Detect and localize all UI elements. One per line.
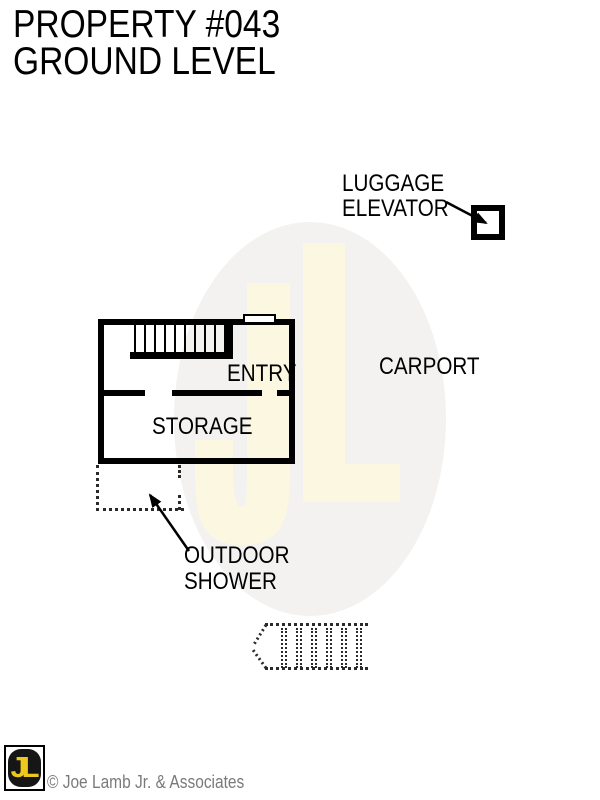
shower-enclosure-left-edge xyxy=(96,465,99,511)
interior-stairs-base-wall xyxy=(130,352,233,359)
joe-lamb-logo: JL xyxy=(4,745,45,791)
outdoor-shower-label-line1: OUTDOOR xyxy=(184,542,290,569)
exterior-stairs-left-taper xyxy=(251,649,268,669)
storage-label: STORAGE xyxy=(152,413,253,440)
shower-enclosure-right-edge-lower xyxy=(178,495,181,510)
page-title-line1: PROPERTY #043 xyxy=(13,3,281,46)
interior-wall-segment xyxy=(277,390,295,396)
copyright-text: © Joe Lamb Jr. & Associates xyxy=(47,772,245,792)
outdoor-shower-label: OUTDOOR SHOWER xyxy=(184,543,289,595)
exterior-stairs-tread xyxy=(281,628,287,668)
shower-enclosure-bottom-edge xyxy=(96,508,184,511)
interior-wall-segment xyxy=(172,390,262,396)
exterior-stairs-tread xyxy=(356,628,362,668)
interior-wall-segment xyxy=(98,390,145,396)
shower-enclosure-right-edge-upper xyxy=(178,465,181,478)
exterior-stairs-tread xyxy=(326,628,332,668)
outdoor-shower-label-line2: SHOWER xyxy=(184,568,277,595)
exterior-stairs-tread xyxy=(311,628,317,668)
interior-stairs-right-wall xyxy=(226,325,233,359)
carport-label: CARPORT xyxy=(379,353,480,380)
exterior-stairs-left-taper xyxy=(251,624,268,647)
page-title-line2: GROUND LEVEL xyxy=(13,40,276,83)
joe-lamb-logo-letters: JL xyxy=(10,751,40,784)
joe-lamb-logo-badge: JL xyxy=(8,749,41,787)
page-title: PROPERTY #043 GROUND LEVEL xyxy=(13,3,281,83)
luggage-elevator-label-line2: ELEVATOR xyxy=(342,195,449,222)
exterior-stairs-top-edge xyxy=(265,623,368,626)
entry-label: ENTRY xyxy=(227,360,297,387)
luggage-elevator-label-line1: LUGGAGE xyxy=(342,170,445,197)
interior-stairs-treads xyxy=(134,325,228,354)
exterior-stairs-tread xyxy=(341,628,347,668)
luggage-elevator-symbol xyxy=(471,205,505,240)
exterior-stairs-bottom-edge xyxy=(265,667,368,670)
window-symbol xyxy=(243,314,276,324)
luggage-elevator-label: LUGGAGE ELEVATOR xyxy=(342,171,449,221)
exterior-stairs-tread xyxy=(296,628,302,668)
